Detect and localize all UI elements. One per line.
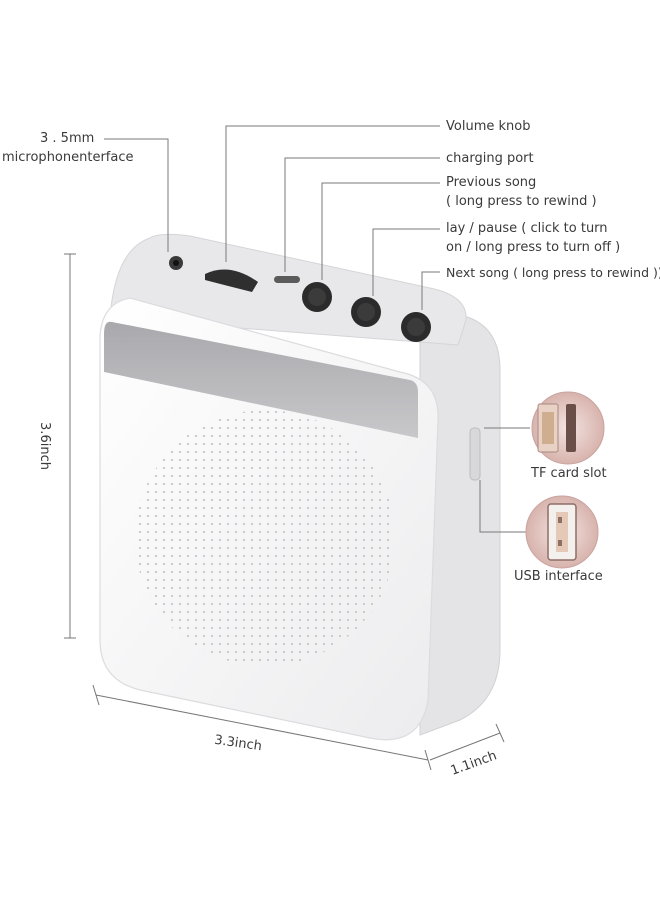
usb-inset <box>525 495 599 569</box>
label-next-song: Next song ( long press to rewind )) <box>446 265 660 280</box>
label-usb-interface: USB interface <box>514 569 603 584</box>
label-previous-song: Previous song <box>446 175 537 190</box>
charging-port <box>274 276 300 283</box>
callout-lines <box>104 125 530 533</box>
label-mic-line1: 3 . 5mm <box>40 131 95 146</box>
side-port <box>469 427 481 481</box>
speaker-grille <box>135 410 395 666</box>
label-previous-song-note: ( long press to rewind ) <box>446 194 597 209</box>
speaker-side <box>419 299 501 736</box>
label-charging-port: charging port <box>446 151 534 166</box>
label-mic-line2: microphonenterface <box>2 150 134 165</box>
dimension-height: 3.6inch <box>36 422 52 470</box>
label-play-pause-note: on / long press to turn off ) <box>446 240 621 255</box>
label-volume-knob: Volume knob <box>446 119 531 134</box>
grille-band <box>104 321 418 438</box>
dimension-lines <box>64 253 505 771</box>
volume-knob <box>205 269 258 292</box>
label-play-pause: lay / pause ( click to turn <box>446 221 608 236</box>
label-tf-card-slot: TF card slot <box>531 466 607 481</box>
tf-card-inset <box>531 391 605 465</box>
